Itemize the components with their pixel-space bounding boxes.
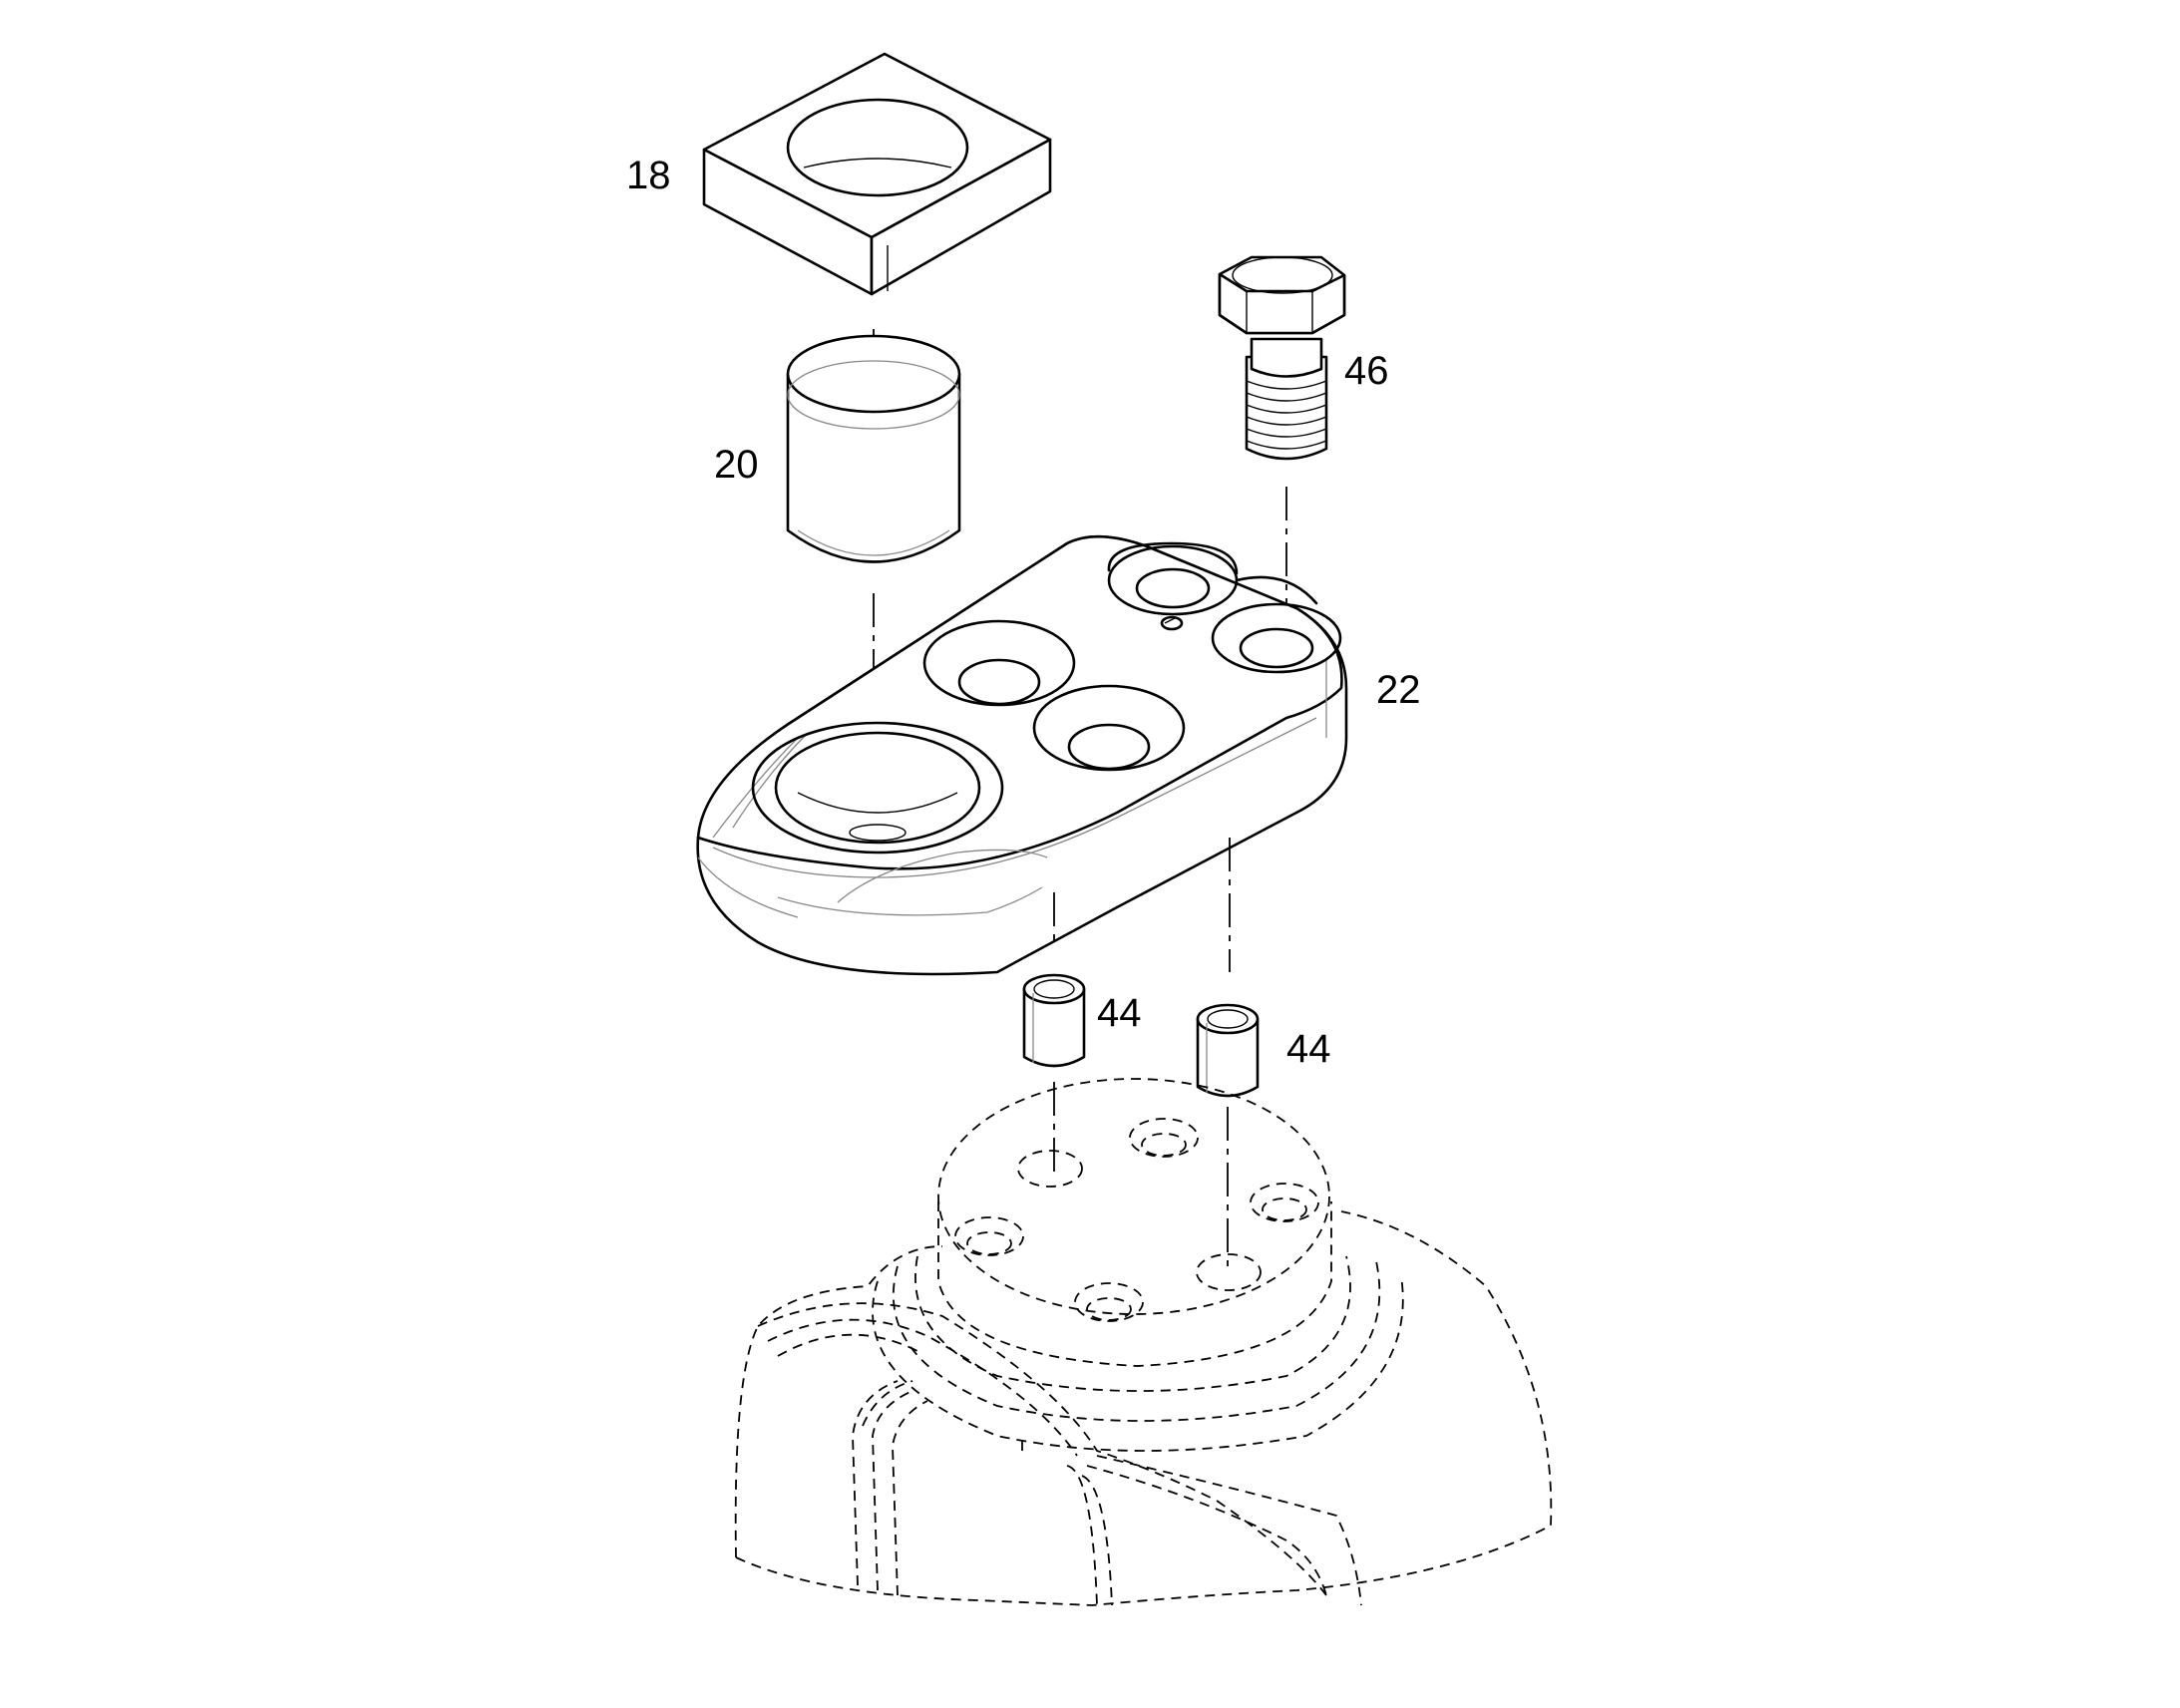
part-44-pin-right	[1196, 1003, 1260, 1098]
callout-part-22: 22	[1376, 668, 1421, 712]
part-18-square-washer	[702, 52, 1052, 296]
hub-housing-phantom	[734, 1078, 1553, 1606]
hub-hole-4	[954, 1216, 1024, 1256]
part-44-pin-left	[1022, 973, 1086, 1068]
hub-hole-3	[1250, 1183, 1319, 1222]
callout-part-44-left: 44	[1097, 991, 1142, 1035]
plate-hole-left	[922, 619, 1076, 707]
plate-hole-right	[1211, 575, 1342, 674]
callout-part-44-right: 44	[1286, 1027, 1331, 1071]
hub-hole-2	[1129, 1118, 1199, 1158]
callout-part-20: 20	[714, 443, 759, 487]
part-22-plate	[696, 534, 1348, 976]
part-46-hex-bolt	[1218, 255, 1346, 461]
hub-hole-6	[1074, 1282, 1144, 1322]
part-20-bushing	[786, 334, 961, 563]
callout-part-18: 18	[626, 154, 671, 197]
hub-hole-1	[1017, 1150, 1083, 1188]
callout-part-46: 46	[1344, 349, 1389, 393]
hub-hole-5	[1196, 1253, 1262, 1291]
plate-hole-center	[1032, 684, 1186, 772]
